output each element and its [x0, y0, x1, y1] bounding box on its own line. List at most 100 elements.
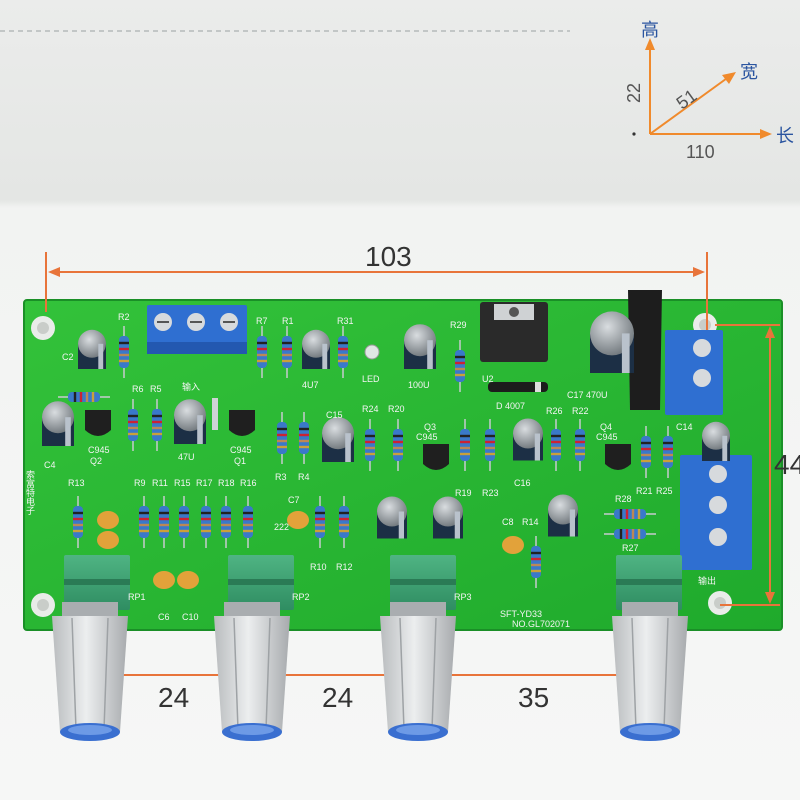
- ref-r15: R15: [174, 478, 191, 488]
- pcb-board: [23, 299, 783, 631]
- rotary-knob[interactable]: [52, 602, 128, 741]
- ref-c945-q2: C945: [88, 445, 110, 455]
- resistor: [58, 392, 110, 402]
- ref-r27: R27: [622, 543, 639, 553]
- ceramic-capacitor: [153, 571, 175, 589]
- height-axis-label: 高: [641, 20, 659, 40]
- resistor: [119, 326, 129, 378]
- output-silkscreen: 输出: [698, 575, 716, 586]
- height-axis-value: 22: [624, 83, 644, 103]
- potentiometer: [64, 555, 130, 610]
- resistor: [339, 496, 349, 548]
- ref-r11: R11: [152, 478, 168, 488]
- rotary-knob[interactable]: [612, 602, 688, 741]
- ref-r29: R29: [450, 320, 467, 330]
- led: [364, 344, 380, 360]
- ref-q1: Q1: [234, 456, 246, 466]
- resistor: [128, 399, 138, 451]
- transistor: [85, 410, 111, 436]
- electrolytic-capacitor: [702, 421, 730, 461]
- resistor: [604, 529, 656, 539]
- ref-r18: R18: [218, 478, 235, 488]
- rotary-knob[interactable]: [214, 602, 290, 741]
- ref-c945-q1: C945: [230, 445, 252, 455]
- diode-silkscreen: D 4007: [496, 401, 525, 411]
- cap-4u7-label: 4U7: [302, 380, 319, 390]
- resistor: [338, 326, 348, 378]
- ref-r19: R19: [455, 488, 472, 498]
- width-axis-value: 51: [673, 85, 701, 113]
- rotary-knob[interactable]: [380, 602, 456, 741]
- electrolytic-capacitor: [78, 329, 106, 369]
- ref-r10: R10: [310, 562, 327, 572]
- serial-silkscreen: NO.GL702071: [512, 619, 570, 629]
- ref-c2: C2: [62, 352, 74, 362]
- ceramic-capacitor: [287, 511, 309, 529]
- resistor: [243, 496, 253, 548]
- input-silkscreen: 输入: [182, 381, 200, 392]
- ref-rp3: RP3: [454, 592, 472, 602]
- ref-r2: R2: [118, 312, 130, 322]
- ref-r26: R26: [546, 406, 563, 416]
- resistor: [365, 419, 375, 471]
- resistor: [159, 496, 169, 548]
- potentiometer: [616, 555, 682, 610]
- ref-q3: Q3: [424, 422, 436, 432]
- power-terminal-block: [665, 330, 723, 415]
- ref-r16: R16: [240, 478, 257, 488]
- resistor: [460, 419, 470, 471]
- knob-spacing-2: 24: [322, 682, 353, 713]
- ref-c16: C16: [514, 478, 531, 488]
- ref-q4: Q4: [600, 422, 612, 432]
- length-axis-label: 长: [776, 126, 794, 146]
- resistor: [641, 426, 651, 478]
- ref-r21: R21: [636, 486, 653, 496]
- ref-r5: R5: [150, 384, 162, 394]
- film-capacitor: [212, 398, 218, 430]
- resistor: [73, 496, 83, 548]
- c17-silkscreen: C17 470U: [567, 390, 608, 400]
- ref-222: 222: [274, 522, 289, 532]
- resistor: [257, 326, 267, 378]
- mounting-hole: [31, 316, 55, 340]
- ref-c10: C10: [182, 612, 199, 622]
- board-width-dimension: 103: [365, 241, 412, 272]
- resistor: [152, 399, 162, 451]
- ref-r1: R1: [282, 316, 294, 326]
- length-axis-value: 110: [686, 142, 715, 162]
- ref-r28: R28: [615, 494, 632, 504]
- resistor: [201, 496, 211, 548]
- ref-c6: C6: [158, 612, 170, 622]
- resistor: [575, 419, 585, 471]
- ref-r31: R31: [337, 316, 354, 326]
- output-terminal-block: [680, 455, 752, 570]
- ref-rp1: RP1: [128, 592, 146, 602]
- ref-r14: R14: [522, 517, 539, 527]
- mounting-hole: [31, 593, 55, 617]
- electrolytic-capacitor: [433, 496, 463, 539]
- led-silkscreen: LED: [362, 374, 380, 384]
- voltage-regulator: [480, 302, 548, 362]
- diode: [488, 382, 548, 392]
- ref-r22: R22: [572, 406, 589, 416]
- ref-c15: C15: [326, 410, 343, 420]
- transistor: [423, 444, 449, 470]
- resistor: [663, 426, 673, 478]
- potentiometer: [390, 555, 456, 610]
- ref-c4: C4: [44, 460, 56, 470]
- ref-r4: R4: [298, 472, 310, 482]
- resistor: [551, 419, 561, 471]
- input-terminal-block: [147, 305, 247, 354]
- resistor: [277, 412, 287, 464]
- ceramic-capacitor: [502, 536, 524, 554]
- electrolytic-capacitor: [302, 329, 330, 369]
- potentiometer: [228, 555, 294, 610]
- ref-r7: R7: [256, 316, 268, 326]
- transistor: [229, 410, 255, 436]
- ref-c945-q3: C945: [416, 432, 438, 442]
- electrolytic-capacitor: [42, 401, 74, 446]
- resistor: [455, 340, 465, 392]
- ceramic-capacitor: [97, 511, 119, 529]
- ref-r13: R13: [68, 478, 85, 488]
